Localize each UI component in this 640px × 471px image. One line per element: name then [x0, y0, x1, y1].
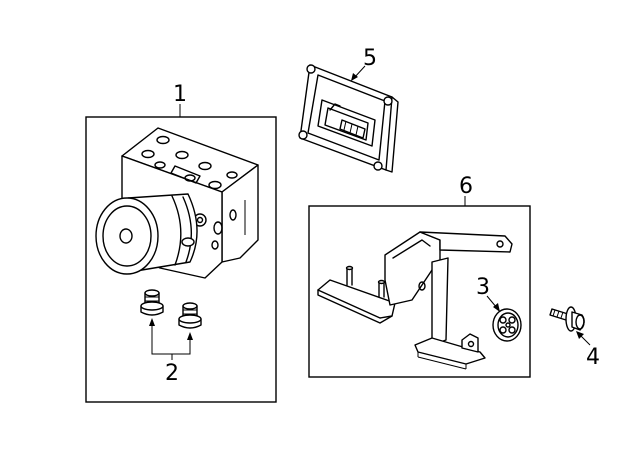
abs-modulator-block: [121, 127, 259, 279]
callout-6: 6: [459, 174, 473, 199]
callout-1: 1: [173, 82, 187, 107]
callout-leader-4: [576, 331, 591, 346]
callout-4: 4: [586, 345, 600, 370]
callout-3: 3: [476, 275, 490, 300]
control-module-group: 5: [298, 46, 399, 173]
callout-leader-3: [486, 295, 500, 312]
abs-unit-frame: [85, 116, 277, 403]
abs-mount-bolt-1: [140, 289, 164, 316]
bolt-group: 4: [549, 306, 600, 370]
callout-leader-5: [351, 65, 366, 81]
callout-5: 5: [363, 46, 377, 71]
grommet: [492, 308, 522, 342]
bracket-group: 6: [308, 174, 531, 378]
bracket-bolt: [549, 306, 585, 332]
abs-unit-group: 1: [85, 82, 277, 403]
abs-mount-bolt-2: [178, 302, 202, 329]
abs-control-module: [298, 64, 399, 173]
bracket-frame: [308, 205, 531, 378]
callout-2: 2: [165, 361, 179, 386]
abs-pump-motor: [95, 193, 198, 275]
callout-leader-2: [149, 318, 193, 360]
abs-mounting-bracket: [317, 231, 513, 370]
